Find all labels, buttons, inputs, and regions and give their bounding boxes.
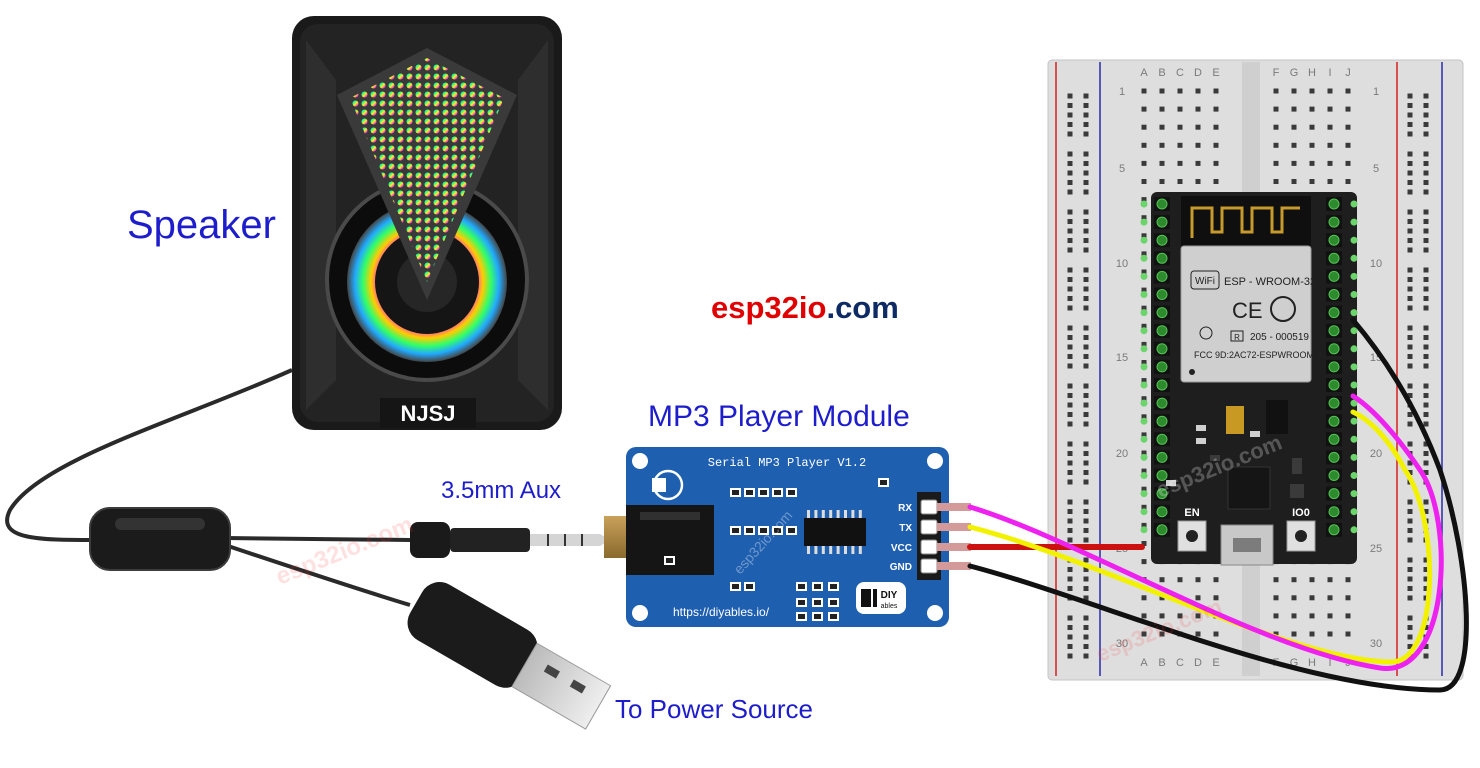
header-pin bbox=[937, 543, 971, 551]
column-label-top: I bbox=[1328, 67, 1331, 79]
column-label-top: F bbox=[1273, 67, 1280, 79]
row-number-right: 10 bbox=[1370, 258, 1382, 270]
brand-logo: esp32io.com bbox=[711, 290, 899, 326]
power-source-label: To Power Source bbox=[615, 694, 813, 724]
brand-domain: .com bbox=[826, 290, 899, 325]
row-number-left: 15 bbox=[1116, 352, 1128, 364]
wire-tx-yellow bbox=[967, 409, 1433, 665]
en-label: EN bbox=[1184, 507, 1199, 519]
aux-label: 3.5mm Aux bbox=[441, 477, 562, 504]
mp3-pin-label: GND bbox=[890, 562, 912, 573]
io0-label: IO0 bbox=[1292, 507, 1310, 519]
row-number-left: 20 bbox=[1116, 448, 1128, 460]
column-label-top: H bbox=[1308, 67, 1316, 79]
column-label-top: E bbox=[1212, 67, 1219, 79]
row-number-left: 10 bbox=[1116, 258, 1128, 270]
row-number-right: 5 bbox=[1373, 163, 1379, 175]
diyables-logo: DIY ables bbox=[856, 582, 906, 614]
mp3-pin-label: RX bbox=[898, 503, 912, 514]
recycle-icon bbox=[1199, 326, 1213, 340]
speaker-cables bbox=[5, 368, 612, 730]
column-label-bottom: B bbox=[1158, 657, 1165, 669]
capacitor bbox=[1226, 406, 1244, 434]
header-pin bbox=[937, 503, 971, 511]
wire-rx-magenta bbox=[967, 393, 1444, 671]
wifi-logo: WiFi bbox=[1195, 276, 1215, 287]
esp32-board: WiFi ESP - WROOM-32 CE R 205 - 000519 FC… bbox=[1140, 192, 1358, 566]
row-number-right: 20 bbox=[1370, 448, 1382, 460]
mp3-module-label: MP3 Player Module bbox=[648, 400, 910, 433]
watermark: esp32io.com bbox=[272, 511, 417, 591]
usb-uart-chip bbox=[1227, 466, 1271, 510]
column-label-top: B bbox=[1158, 67, 1165, 79]
mp3-board-url: https://diyables.io/ bbox=[673, 605, 770, 619]
ic-chip bbox=[804, 518, 866, 546]
voltage-regulator bbox=[1266, 400, 1288, 434]
certification-icon bbox=[1270, 296, 1296, 322]
svg-text:R: R bbox=[1234, 333, 1240, 342]
row-number-right: 25 bbox=[1370, 543, 1382, 555]
header-pin bbox=[937, 523, 971, 531]
speaker-brand: NJSJ bbox=[400, 401, 455, 426]
row-number-left: 1 bbox=[1119, 86, 1125, 98]
esp32-pin-headers bbox=[1140, 197, 1358, 537]
column-label-top: C bbox=[1176, 67, 1184, 79]
aux-plug bbox=[410, 522, 610, 558]
column-label-top: A bbox=[1140, 67, 1148, 79]
column-label-top: G bbox=[1290, 67, 1299, 79]
ce-mark: CE bbox=[1232, 298, 1263, 323]
column-label-bottom: C bbox=[1176, 657, 1184, 669]
column-label-bottom: I bbox=[1328, 657, 1331, 669]
audio-jack-collar bbox=[604, 516, 626, 558]
esp32-r-code: 205 - 000519 bbox=[1250, 332, 1309, 343]
column-label-bottom: D bbox=[1194, 657, 1202, 669]
row-number-right: 1 bbox=[1373, 86, 1379, 98]
speaker: NJSJ bbox=[292, 16, 562, 430]
svg-text:ables: ables bbox=[881, 603, 898, 610]
headphone-icon bbox=[652, 469, 684, 501]
usb-plug bbox=[407, 582, 612, 730]
mp3-pin-label: VCC bbox=[891, 543, 912, 554]
wires bbox=[967, 317, 1469, 693]
esp32-module-text: ESP - WROOM-32 bbox=[1224, 276, 1316, 288]
column-label-bottom: E bbox=[1212, 657, 1219, 669]
esp32-fcc-text: FCC 9D:2AC72-ESPWROOM 32 bbox=[1194, 350, 1327, 360]
row-number-left: 30 bbox=[1116, 638, 1128, 650]
mp3-player-board: Serial MP3 Player V1.2 RX TX VCC GND DIY ab… bbox=[604, 447, 971, 627]
column-label-bottom: A bbox=[1140, 657, 1148, 669]
mp3-pin-label: TX bbox=[899, 523, 912, 534]
mp3-smd-components bbox=[664, 478, 889, 621]
header-pin bbox=[937, 562, 971, 570]
brand-name: esp32io bbox=[711, 290, 827, 325]
row-number-right: 30 bbox=[1370, 638, 1382, 650]
column-label-bottom: H bbox=[1308, 657, 1316, 669]
column-label-top: D bbox=[1194, 67, 1202, 79]
mp3-board-title: Serial MP3 Player V1.2 bbox=[708, 456, 866, 470]
column-label-bottom: G bbox=[1290, 657, 1299, 669]
svg-text:DIY: DIY bbox=[881, 590, 898, 601]
column-label-top: J bbox=[1345, 67, 1351, 79]
inline-volume-control bbox=[89, 507, 231, 571]
wire-gnd-black bbox=[967, 317, 1469, 693]
speaker-label: Speaker bbox=[127, 203, 276, 247]
speaker-grille bbox=[350, 58, 504, 282]
row-number-left: 5 bbox=[1119, 163, 1125, 175]
